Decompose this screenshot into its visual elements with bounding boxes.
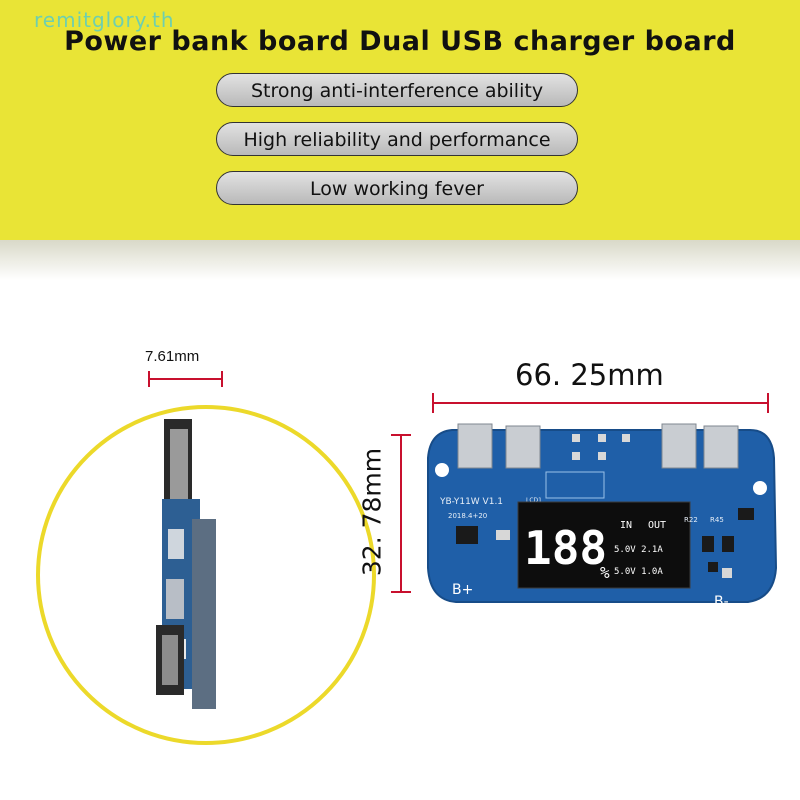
smd-pad-1 [572, 434, 580, 442]
board-side-view-photo [156, 419, 216, 709]
lcd-in-label: IN [620, 520, 632, 531]
lcd-display [517, 501, 691, 589]
banner-shadow [0, 240, 800, 280]
battery-minus-label: B- [714, 594, 729, 608]
smd-pad-3 [622, 434, 630, 442]
thickness-dimension-line [148, 378, 222, 380]
smd-pad-4 [572, 452, 580, 460]
usb-port-4 [703, 425, 739, 469]
usb-port-3 [661, 423, 697, 469]
r22-silkscreen: R22 [684, 516, 698, 524]
width-dimension-cap-right [767, 393, 769, 413]
thickness-label: 7.61mm [145, 348, 200, 365]
board-model-text: YB-Y11W V1.1 [439, 497, 503, 507]
page-title: Power bank board Dual USB charger board [64, 26, 736, 57]
usb-port-side-2-shell [162, 635, 178, 685]
lcd-output-1: 5.0V 2.1A [614, 545, 663, 555]
side-component-1 [168, 529, 184, 559]
chip-5 [708, 562, 718, 572]
usb-port-side-1-shell [170, 429, 188, 499]
feature-pill-reliability: High reliability and performance [216, 122, 578, 156]
battery-plus-label: B+ [452, 582, 473, 598]
silkscreen-box [545, 471, 605, 499]
smd-pad-5 [598, 452, 606, 460]
watermark: remitglory.th [34, 8, 175, 32]
height-label: 32. 78mm [357, 447, 387, 577]
mount-hole-right [753, 481, 767, 495]
lcd-percent: % [600, 563, 610, 582]
width-dimension-line [432, 402, 768, 404]
chip-4 [738, 508, 754, 520]
r45-silkscreen: R45 [710, 516, 724, 524]
height-dimension-line [400, 434, 402, 592]
thickness-dimension-cap-left [148, 371, 150, 387]
lcd-silkscreen-label: LCD1 [526, 497, 542, 504]
lcd-out-label: OUT [648, 520, 666, 531]
height-dimension-cap-bottom [391, 591, 411, 593]
chip-2 [702, 536, 714, 552]
pcb-side-components [192, 519, 216, 709]
feature-pill-low-fever: Low working fever [216, 171, 578, 205]
board-date-text: 2018.4+20 [448, 512, 487, 520]
side-view-circle [36, 405, 376, 745]
side-component-2 [166, 579, 184, 619]
lcd-digits: 188 [524, 521, 607, 575]
thickness-dimension-cap-right [221, 371, 223, 387]
lcd-output-2: 5.0V 1.0A [614, 567, 663, 577]
component-1 [496, 530, 510, 540]
chip-1 [456, 526, 478, 544]
pcb-board-photo: YB-Y11W V1.1 2018.4+20 LCD1 188 % IN OUT… [427, 423, 778, 608]
component-2 [722, 568, 732, 578]
smd-pad-2 [598, 434, 606, 442]
height-dimension-cap-top [391, 434, 411, 436]
width-dimension-cap-left [432, 393, 434, 413]
feature-pill-anti-interference: Strong anti-interference ability [216, 73, 578, 107]
width-label: 66. 25mm [515, 358, 664, 392]
usb-port-2 [505, 425, 541, 469]
chip-3 [722, 536, 734, 552]
mount-hole-left [435, 463, 449, 477]
usb-port-1 [457, 423, 493, 469]
